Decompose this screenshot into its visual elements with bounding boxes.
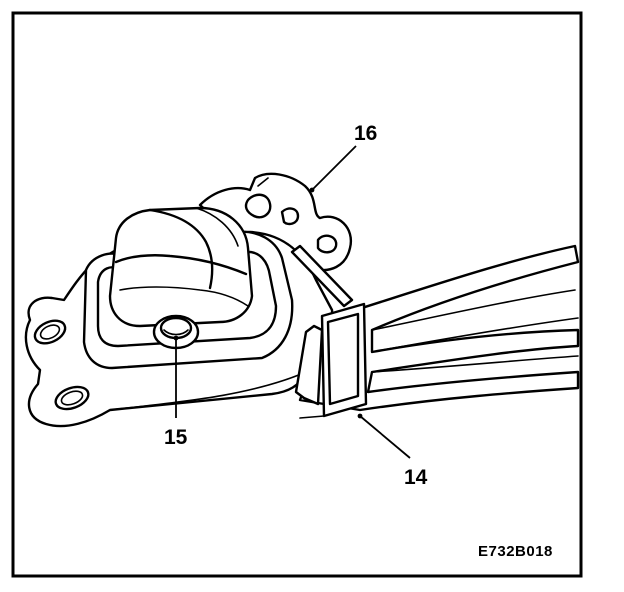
callout-14: 14 <box>404 466 428 489</box>
callout-15: 15 <box>164 426 188 449</box>
rubber-bushing <box>108 206 254 328</box>
leader-16 <box>311 145 357 191</box>
spring-beam <box>298 244 580 412</box>
leader-lines <box>173 145 411 459</box>
figure-frame <box>11 11 583 578</box>
callout-16: 16 <box>354 122 377 145</box>
bracket-16 <box>198 172 353 272</box>
clamp-14 <box>290 244 368 419</box>
leader-14 <box>359 415 411 459</box>
figure-code: E732B018 <box>478 543 553 560</box>
